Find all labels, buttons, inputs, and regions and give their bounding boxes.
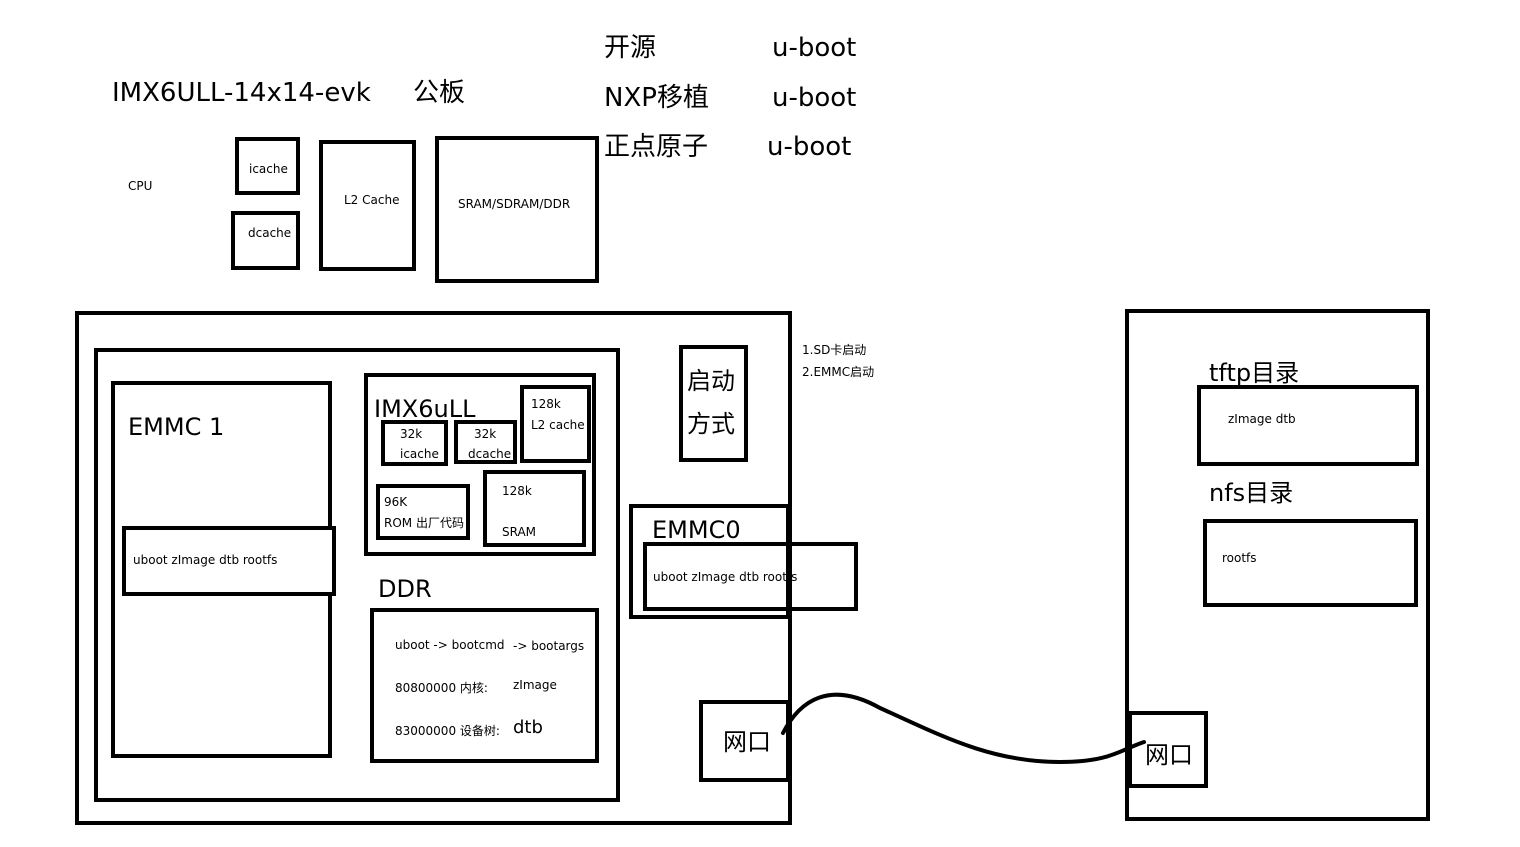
icache-box: icache [235, 137, 300, 195]
ddr-row1-a: uboot -> bootcmd [395, 638, 505, 652]
emmc0-partitions: uboot zImage dtb rootfs [653, 570, 798, 584]
soc-rom-box: 96K ROM 出厂代码 [376, 484, 470, 540]
boot-option-sd: 1.SD卡启动 [802, 343, 867, 357]
nfs-content: rootfs [1222, 551, 1257, 565]
server-box [1125, 309, 1430, 821]
soc-sram-box: 128k SRAM [483, 470, 586, 547]
nfs-box: rootfs [1203, 519, 1418, 607]
soc-rom-label: ROM 出厂代码 [384, 516, 464, 530]
l2-cache-label: L2 Cache [344, 193, 400, 207]
soc-l2-label: L2 cache [531, 418, 585, 432]
soc-l2-size: 128k [531, 397, 561, 411]
uboot-source-value: u-boot [772, 83, 857, 113]
server-net-port: 网口 [1128, 711, 1208, 788]
ddr-row3-b: dtb [513, 717, 543, 738]
core-board [94, 348, 620, 802]
board-name: IMX6ULL-14x14-evk [112, 78, 371, 108]
ddr-row2-a: 80800000 内核: [395, 681, 488, 695]
cpu-label: CPU [128, 179, 153, 193]
soc-dcache-size: 32k [474, 427, 497, 441]
soc-sram-label: SRAM [502, 525, 537, 539]
board-net-port: 网口 [699, 700, 790, 782]
soc-icache-size: 32k [400, 427, 423, 441]
tftp-content: zImage dtb [1228, 412, 1296, 426]
ddr-box: uboot -> bootcmd -> bootargs 80800000 内核… [370, 608, 599, 763]
uboot-source-value: u-boot [767, 132, 852, 162]
ddr-row3-a: 83000000 设备树: [395, 724, 500, 738]
emmc1-partition-box: uboot zImage dtb rootfs [122, 526, 336, 596]
memory-box: SRAM/SDRAM/DDR [435, 136, 599, 283]
ddr-row1-b: -> bootargs [513, 639, 585, 653]
soc-sram-size: 128k [502, 484, 532, 498]
server-net-port-label: 网口 [1145, 741, 1193, 769]
ddr-row2-b: zImage [513, 678, 557, 692]
soc-title: IMX6uLL [374, 395, 476, 423]
emmc1-title: EMMC 1 [128, 413, 225, 441]
soc-l2-box: 128k L2 cache [520, 385, 591, 463]
soc-icache-label: icache [400, 447, 439, 461]
boot-mode-line1: 启动 [687, 367, 735, 395]
uboot-source-name: 开源 [604, 33, 657, 63]
uboot-source-value: u-boot [772, 33, 857, 63]
soc-dcache-label: dcache [468, 447, 512, 461]
emmc1-partitions: uboot zImage dtb rootfs [133, 553, 278, 567]
tftp-box: zImage dtb [1197, 385, 1419, 466]
board-net-port-label: 网口 [723, 728, 771, 756]
ddr-title: DDR [378, 575, 432, 603]
emmc0-title: EMMC0 [652, 516, 741, 544]
uboot-source-name: NXP移植 [604, 83, 709, 113]
boot-mode-box: 启动 方式 [679, 345, 748, 462]
icache-label: icache [249, 162, 288, 176]
tftp-title: tftp目录 [1209, 359, 1300, 387]
dev-board [75, 311, 792, 825]
l2-cache-box: L2 Cache [319, 140, 416, 271]
soc-icache-box: 32k icache [381, 420, 448, 466]
soc-dcache-box: 32k dcache [454, 420, 517, 464]
memory-label: SRAM/SDRAM/DDR [458, 197, 571, 211]
dcache-box: dcache [231, 211, 300, 270]
emmc0-partition-box: uboot zImage dtb rootfs [643, 542, 858, 611]
board-type: 公板 [413, 78, 466, 108]
boot-mode-line2: 方式 [687, 410, 735, 438]
soc-rom-size: 96K [384, 495, 408, 509]
dcache-label: dcache [248, 226, 292, 240]
soc-box: IMX6uLL [364, 373, 596, 556]
uboot-source-name: 正点原子 [604, 132, 709, 162]
emmc0-box: EMMC0 [629, 504, 790, 619]
boot-option-emmc: 2.EMMC启动 [802, 365, 875, 379]
nfs-title: nfs目录 [1209, 479, 1294, 507]
